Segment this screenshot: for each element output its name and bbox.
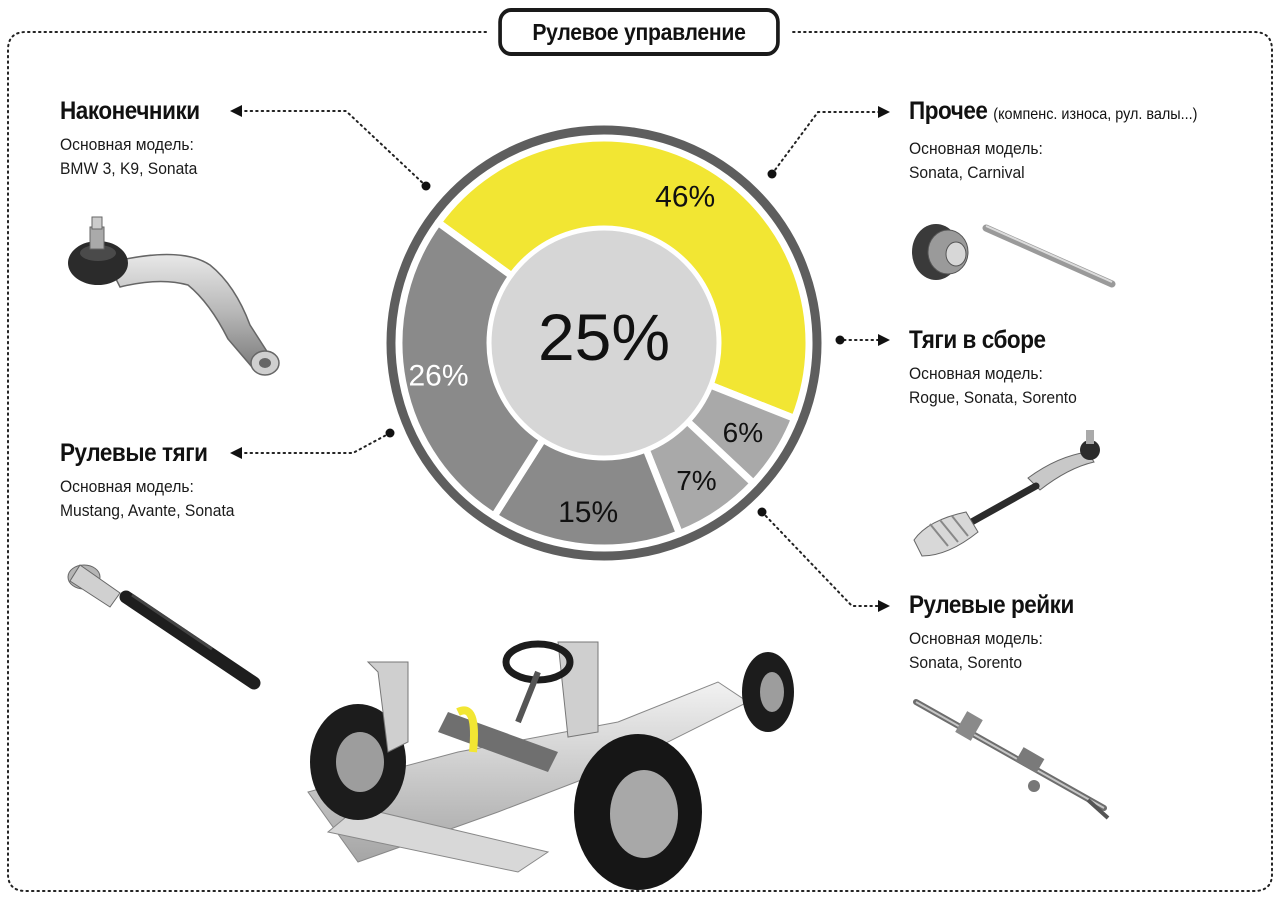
connector-steering-rods [239, 432, 391, 454]
model-label: Основная модель: [909, 629, 1043, 648]
model-label: Основная модель: [60, 477, 194, 496]
model-label: Основная модель: [909, 364, 1043, 383]
steering-rack-illustration [913, 699, 1110, 820]
donut-label-tips: 46% [655, 180, 715, 213]
heading-other-note: (компенс. износа, рул. валы...) [993, 106, 1198, 123]
heading-assembled-rods: Тяги в сборе [909, 326, 1046, 354]
tie-rod-end-illustration [68, 216, 280, 376]
model-list: BMW 3, K9, Sonata [60, 159, 198, 178]
outer-ring [386, 125, 822, 561]
connector-dot [767, 169, 777, 179]
model-list: Mustang, Avante, Sonata [60, 501, 235, 520]
heading-other: Прочее (компенс. износа, рул. валы...) [909, 96, 1197, 130]
center-disc [486, 225, 722, 461]
connector-dot [385, 428, 395, 438]
arrow-right-icon [878, 600, 890, 612]
heading-steering-rods: Рулевые тяги [60, 439, 208, 467]
arrow-right-icon [878, 334, 890, 346]
donut-label-steering-rods: 26% [408, 360, 468, 393]
connector-dot [421, 181, 431, 191]
block-assembled-rods: Тяги в сборе Основная модель: Rogue, Son… [909, 325, 1091, 410]
arrow-right-icon [878, 106, 890, 118]
heading-racks: Рулевые рейки [909, 591, 1074, 619]
arrow-left-icon [230, 447, 242, 459]
block-other: Прочее (компенс. износа, рул. валы...) О… [909, 96, 1229, 185]
donut-label-assembled-rods: 7% [676, 465, 716, 496]
heading-other-title: Прочее [909, 97, 988, 125]
model-list: Sonata, Sorento [909, 653, 1023, 672]
block-racks: Рулевые рейки Основная модель: Sonata, S… [909, 590, 1092, 675]
compensator-and-shaft-illustration [912, 224, 1116, 288]
connector-dot [757, 507, 767, 517]
model-label: Основная модель: [60, 135, 194, 154]
connector-tips [239, 110, 427, 187]
block-steering-rods: Рулевые тяги Основная модель: Mustang, A… [60, 438, 250, 523]
heading-tips: Наконечники [60, 97, 200, 125]
model-label: Основная модель: [909, 139, 1043, 158]
inner-tie-rod-illustration [67, 564, 261, 690]
dotted-frame [7, 31, 1273, 892]
connector-other [771, 111, 881, 175]
center-value-label: 25% [538, 300, 670, 374]
arrow-left-icon [230, 105, 242, 117]
assembled-tie-rod-illustration [913, 430, 1100, 557]
donut-label-racks: 15% [558, 496, 618, 529]
car-chassis-illustration [307, 640, 794, 890]
connector-racks [761, 511, 881, 607]
block-tips: Наконечники Основная модель: BMW 3, K9, … [60, 96, 215, 181]
connector-dot [835, 335, 845, 345]
model-list: Sonata, Carnival [909, 163, 1025, 182]
page-title: Рулевое управление [498, 8, 780, 56]
donut-label-other: 6% [723, 417, 763, 448]
model-list: Rogue, Sonata, Sorento [909, 388, 1077, 407]
